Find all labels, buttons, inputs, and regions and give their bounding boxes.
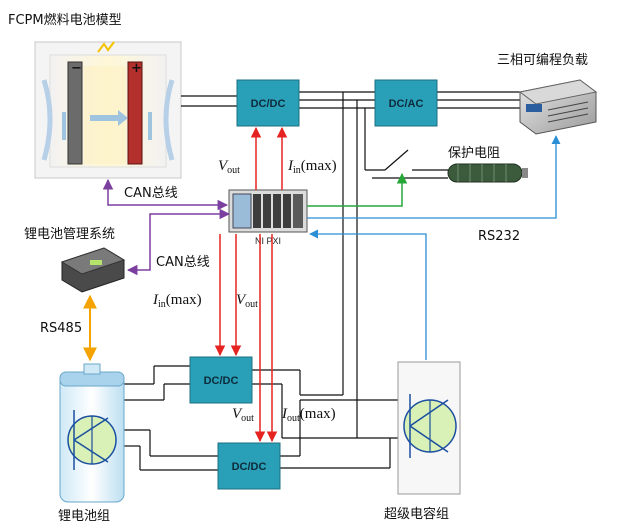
red-signal-lines: [214, 126, 288, 443]
ni-pxi-chassis-icon: [228, 189, 308, 233]
ni-pxi-label: NI PXI: [255, 236, 281, 246]
supercap-pack-label: 超级电容组: [384, 506, 449, 522]
dcac-label: DC/AC: [389, 98, 424, 110]
rs232-label: RS232: [478, 229, 520, 244]
signal-vout-mid: Vout: [236, 292, 258, 310]
dcdc-mid-converter: [189, 356, 253, 404]
programmable-load-label: 三相可编程负载: [497, 53, 588, 68]
dcdc-top-converter: [236, 79, 300, 127]
li-battery-pack-label: 锂电池组: [58, 509, 110, 524]
relay-control-line: [307, 172, 408, 207]
signal-iout-max: Iout(max): [281, 406, 336, 424]
bms-device-icon: [60, 247, 126, 293]
protection-resistor-icon: [447, 163, 528, 183]
fuel-cell-plus-sign: +: [131, 61, 142, 76]
blue-link-lines: [307, 135, 561, 360]
dcac-converter: [374, 79, 438, 127]
bms-label: 锂电池管理系统: [24, 227, 115, 242]
can-bus-lines: [102, 178, 231, 276]
signal-iin-max-mid: Iin(max): [152, 292, 202, 310]
fuel-cell-model: − +: [34, 41, 182, 179]
supercap-pack-icon: [397, 361, 461, 495]
signal-vout-bottom: Vout: [232, 406, 254, 424]
dcdc-top-label: DC/DC: [251, 98, 286, 110]
dcdc-mid-label: DC/DC: [204, 375, 239, 387]
can-bus-label-top: CAN总线: [124, 186, 178, 201]
dcdc-bottom-converter: [217, 442, 281, 490]
rs485-label: RS485: [40, 321, 82, 336]
programmable-load-icon: [518, 79, 598, 135]
li-battery-pack-icon: [59, 363, 125, 503]
fuel-cell-minus-sign: −: [71, 61, 82, 76]
signal-iin-max-top: Iin(max): [287, 158, 337, 176]
fcpm-label: FCPM燃料电池模型: [8, 12, 122, 28]
can-bus-label-bottom: CAN总线: [156, 255, 210, 270]
dcdc-bottom-label: DC/DC: [232, 461, 267, 473]
protection-resistor-label: 保护电阻: [448, 146, 500, 161]
signal-vout-top: Vout: [218, 158, 240, 176]
power-wiring: [124, 91, 520, 471]
